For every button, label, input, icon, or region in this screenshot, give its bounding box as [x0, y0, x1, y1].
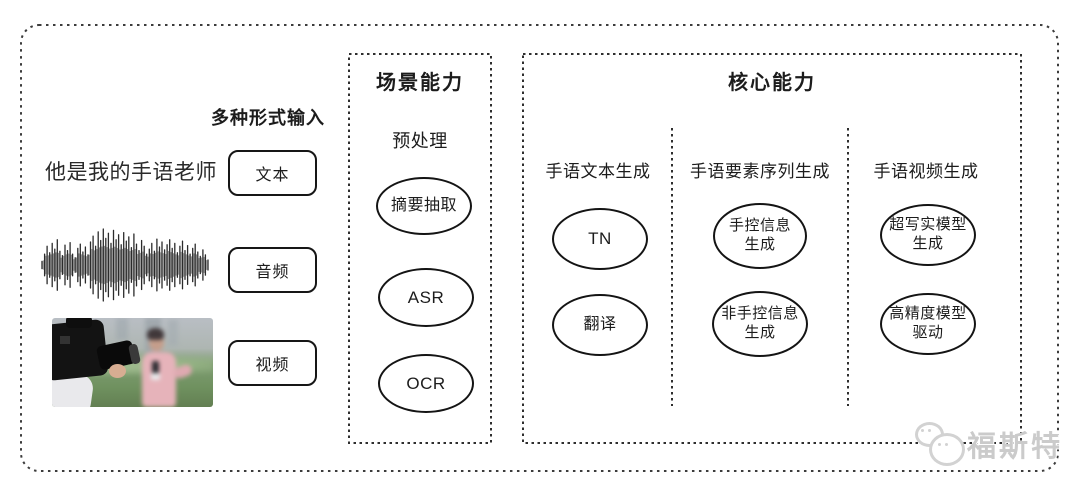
core-node-high-precision-model-driving: 高精度模型 驱动	[880, 293, 976, 355]
node-label: 超写实模型	[889, 216, 967, 234]
camera-mascot-icon	[913, 420, 967, 468]
scene-node-summary-extraction: 摘要抽取	[376, 177, 472, 235]
column-header-text-generation: 手语文本生成	[545, 162, 651, 181]
video-input-box: 视频	[228, 340, 317, 386]
core-box-title: 核心能力	[728, 72, 816, 94]
node-label: TN	[588, 229, 612, 249]
camera-viewfinder	[66, 318, 92, 328]
audio-input-box: 音频	[228, 247, 317, 293]
microphone-icon	[151, 360, 159, 374]
column-header-video-generation: 手语视频生成	[873, 162, 979, 181]
node-label: 手控信息	[728, 217, 791, 235]
mascot-body	[929, 433, 965, 466]
text-input-box: 文本	[228, 150, 317, 196]
video-input-label: 视频	[255, 357, 290, 374]
node-label: 非手控信息	[721, 305, 799, 323]
mascot-eye	[921, 429, 924, 432]
scene-node-asr: ASR	[378, 268, 474, 327]
audio-input-label: 音频	[255, 264, 290, 281]
node-label: 翻译	[583, 316, 617, 333]
core-node-hyperrealistic-model-generation: 超写实模型 生成	[880, 204, 976, 266]
cameraman-hand	[109, 364, 126, 378]
thumbnail-background	[52, 318, 213, 407]
microphone-badge	[151, 373, 160, 381]
scene-box-title: 场景能力	[376, 72, 464, 94]
core-node-tn: TN	[552, 208, 648, 270]
mascot-eye	[938, 443, 941, 446]
node-label: 生成	[744, 236, 776, 253]
video-thumbnail	[52, 318, 213, 407]
preprocess-label: 预处理	[392, 131, 448, 151]
scene-node-ocr: OCR	[378, 354, 474, 413]
building-shape	[167, 320, 178, 346]
node-label: 生成	[912, 235, 944, 252]
mascot-eye	[928, 429, 931, 432]
node-label: 驱动	[912, 324, 944, 341]
node-label: 摘要抽取	[390, 197, 457, 214]
input-title: 多种形式输入	[211, 108, 325, 128]
node-label: 生成	[744, 324, 776, 341]
core-node-translation: 翻译	[552, 294, 648, 356]
camera-detail	[60, 336, 70, 344]
mascot-eye	[945, 443, 948, 446]
building-shape	[116, 318, 129, 340]
audio-waveform-icon	[41, 228, 209, 302]
text-input-label: 文本	[255, 167, 290, 184]
core-node-non-manual-info-generation: 非手控信息 生成	[712, 291, 808, 357]
sample-sentence: 他是我的手语老师	[45, 161, 217, 184]
node-label: 高精度模型	[889, 305, 967, 323]
reporter-hair	[146, 327, 164, 340]
column-header-element-sequence-generation: 手语要素序列生成	[690, 162, 830, 181]
watermark: 福斯特	[913, 420, 1063, 468]
watermark-text: 福斯特	[967, 431, 1064, 463]
node-label: OCR	[406, 373, 446, 393]
node-label: ASR	[407, 287, 445, 307]
core-node-manual-info-generation: 手控信息 生成	[713, 203, 807, 269]
